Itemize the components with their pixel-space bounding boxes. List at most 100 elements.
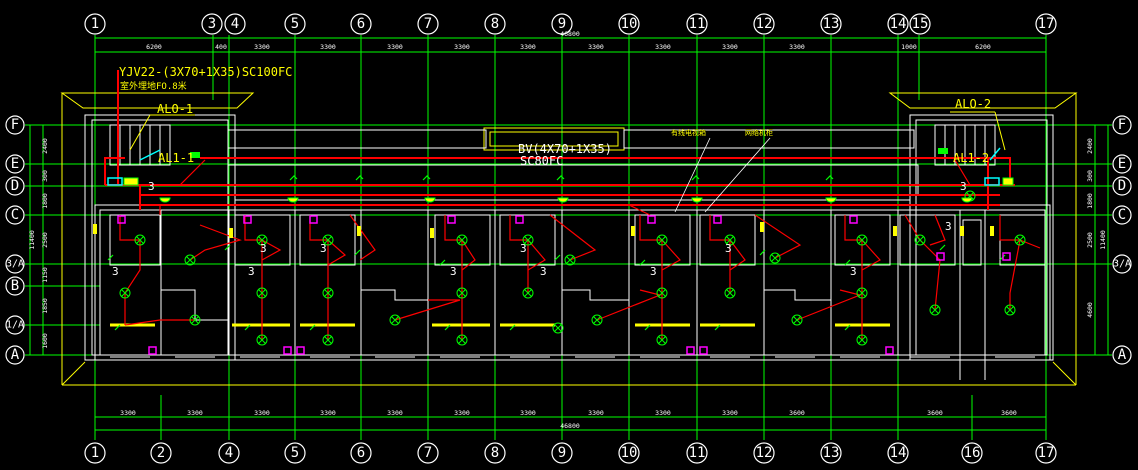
dim-text: 3300 (655, 409, 671, 417)
dim-text: 3300 (254, 409, 270, 417)
axis-label: 5 (291, 16, 299, 32)
lamp-symbol (389, 314, 401, 326)
panel-alo1-label: ALO-1 (157, 102, 193, 116)
axis-label: E (1118, 156, 1126, 172)
cable-sub-label: 室外埋地FO.8米 (120, 80, 187, 92)
axis-label: 10 (621, 16, 638, 32)
dim-text: 3600 (789, 409, 805, 417)
outlet-boxes (117, 215, 1011, 355)
axis-label: 4 (225, 445, 233, 461)
dim-text: 2500 (1086, 232, 1094, 248)
dim-text: 6200 (975, 43, 991, 51)
net-cabinet-note: 网络机柜 (745, 128, 773, 137)
lamp-symbol (914, 234, 926, 246)
lamp-symbol (724, 234, 736, 246)
dim-text: 400 (215, 43, 227, 51)
panel-al2-label: AL1-2 (953, 151, 989, 165)
lamp-symbol (564, 254, 576, 266)
dim-text: 3300 (588, 43, 604, 51)
axis-label: 9 (558, 445, 566, 461)
lamp-symbol (522, 234, 534, 246)
lamp-symbol (322, 287, 334, 299)
dim-text: 3300 (722, 43, 738, 51)
dim-text: 1800 (41, 193, 49, 209)
dimensions-bottom: 3300 3300 3300 3300 3300 3300 3300 3300 … (120, 409, 1017, 430)
dim-text: 3300 (722, 409, 738, 417)
lamp-symbol (256, 334, 268, 346)
dim-text: 3300 (454, 43, 470, 51)
axis-label: 10 (621, 445, 638, 461)
dim-text: 300 (1086, 170, 1094, 182)
dim-text: 1000 (901, 43, 917, 51)
dim-text: 3300 (320, 409, 336, 417)
axis-label: 1 (91, 445, 99, 461)
dimensions-left: 2400 300 1800 2500 1150 1850 1600 11400 (28, 138, 49, 349)
circuit-mark: 3 (520, 242, 527, 255)
dim-text: 3300 (520, 43, 536, 51)
corridor-lamps (159, 197, 973, 203)
dim-text: 3300 (454, 409, 470, 417)
axis-label: 4 (231, 16, 239, 32)
building-walls (84, 114, 1054, 380)
circuit-mark: 3 (850, 265, 857, 278)
lamp-symbol (856, 234, 868, 246)
axis-bubbles-bottom: 1 2 4 5 6 7 8 9 10 11 12 13 14 16 17 (84, 442, 1057, 464)
circuit-mark: 3 (725, 242, 732, 255)
lamp-symbol (769, 252, 781, 264)
dim-text: 2500 (41, 232, 49, 248)
circuit-mark: 3 (148, 180, 155, 193)
lamp-symbol (456, 234, 468, 246)
axis-label: 1/A (6, 320, 24, 331)
axis-grid (25, 35, 1112, 440)
axis-label: B (11, 278, 19, 294)
lamp-symbol (322, 234, 334, 246)
circuit-mark: 3 (320, 242, 327, 255)
dim-text: 3300 (588, 409, 604, 417)
lamp-symbol (322, 334, 334, 346)
panel-alo2-label: ALO-2 (955, 97, 991, 111)
dim-text: 6200 (146, 43, 162, 51)
axis-label: 3/A (6, 259, 24, 270)
dim-text: 2400 (1086, 138, 1094, 154)
axis-label: 1 (91, 16, 99, 32)
lamp-symbol (656, 234, 668, 246)
circuit-mark: 3 (540, 265, 547, 278)
main-feeders (104, 70, 1015, 210)
dim-text: 1600 (41, 333, 49, 349)
dim-text: 3300 (320, 43, 336, 51)
dim-total: 11400 (1099, 230, 1107, 250)
lamp-symbol (929, 304, 941, 316)
axis-label: 11 (689, 445, 706, 461)
axis-label: 14 (890, 445, 907, 461)
lamp-symbol (724, 287, 736, 299)
lamp-symbol (656, 334, 668, 346)
axis-label: 17 (1038, 445, 1055, 461)
axis-label: E (11, 156, 19, 172)
switches (107, 175, 1006, 331)
axis-label: A (1118, 347, 1127, 363)
circuit-mark: 3 (945, 220, 952, 233)
axis-label: F (11, 117, 19, 133)
dim-text: 3300 (789, 43, 805, 51)
dim-text: 300 (41, 170, 49, 182)
bus-conduit-label: SC80FC (520, 154, 563, 168)
circuit-mark: 3 (112, 265, 119, 278)
circuit-mark: 3 (450, 265, 457, 278)
dimensions-top: 6200 400 3300 3300 3300 3300 3300 3300 3… (146, 30, 991, 51)
lamp-symbol (591, 314, 603, 326)
dim-text: 4600 (1086, 302, 1094, 318)
distribution-panels (107, 147, 1014, 186)
lamp-symbol (256, 234, 268, 246)
axis-label: 17 (1038, 16, 1055, 32)
axis-label: C (11, 207, 19, 223)
dim-text: 3300 (387, 43, 403, 51)
dim-text: 3600 (1001, 409, 1017, 417)
dim-text: 2400 (41, 138, 49, 154)
panel-al1-label: AL1-1 (158, 151, 194, 165)
dim-text: 3600 (927, 409, 943, 417)
dim-total: 46800 (560, 422, 580, 430)
ceiling-lamps (119, 190, 1026, 346)
dimensions-right: 2400 300 1800 2500 4600 11400 (1086, 138, 1107, 318)
axis-label: 5 (291, 445, 299, 461)
